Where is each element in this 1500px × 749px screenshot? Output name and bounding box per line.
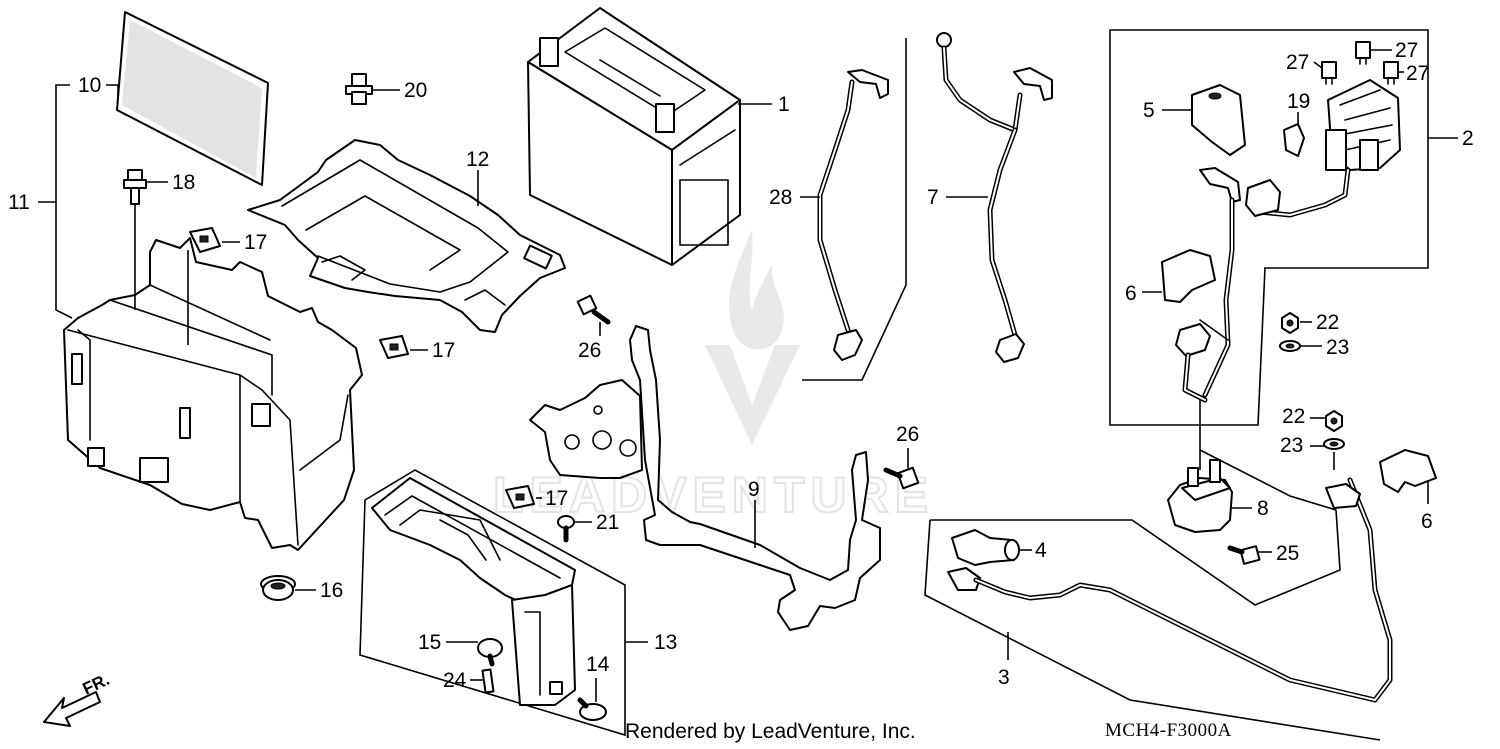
part-3-cable	[924, 449, 1393, 741]
part-2-wire-harness	[1109, 29, 1458, 470]
front-direction-indicator: FR.	[43, 670, 113, 727]
callout-13: 13	[654, 631, 677, 654]
callout-21: 21	[596, 511, 619, 534]
callout-8: 8	[1257, 497, 1269, 520]
part-11-battery-case	[63, 237, 363, 551]
callout-17-upper: 17	[244, 231, 267, 254]
callout-6-upper: 6	[1125, 282, 1137, 305]
callout-27-left: 27	[1286, 51, 1309, 74]
callout-20: 20	[404, 79, 427, 102]
callout-27-top: 27	[1395, 39, 1418, 62]
callout-10: 10	[78, 74, 101, 97]
callout-7: 7	[927, 186, 939, 209]
part-9-battery-stay	[529, 325, 881, 631]
callout-14: 14	[586, 653, 610, 676]
callout-9: 9	[748, 478, 760, 501]
callout-22-lower: 22	[1282, 405, 1305, 428]
callout-25: 25	[1276, 542, 1299, 565]
callout-1: 1	[778, 93, 790, 116]
callout-11: 11	[8, 191, 30, 214]
callout-numbers: 1 2 3 4 5 6 6 7 8 9 10 11 12 13 14 15 16…	[8, 39, 1474, 692]
callout-23-upper: 23	[1326, 336, 1349, 359]
callout-16: 16	[320, 579, 343, 602]
callout-3: 3	[998, 666, 1010, 689]
callout-27-right: 27	[1406, 62, 1429, 85]
part-13-assembly	[359, 469, 648, 737]
part-8-starter-relay	[1167, 459, 1252, 533]
callout-17-middle: 17	[432, 339, 455, 362]
part-21-screw	[557, 515, 592, 543]
callout-leaders	[38, 84, 479, 319]
callout-5: 5	[1143, 99, 1155, 122]
part-28-cable	[800, 38, 907, 381]
callout-28: 28	[769, 186, 792, 209]
credit-text: Rendered by LeadVenture, Inc.	[625, 720, 916, 743]
callout-4: 4	[1035, 539, 1047, 562]
callout-17-lower: 17	[545, 487, 568, 510]
part-16-grommet	[260, 575, 316, 601]
part-6-terminal-cover	[1379, 449, 1437, 504]
callout-12: 12	[466, 148, 489, 171]
callout-19: 19	[1287, 90, 1310, 113]
callout-24: 24	[443, 669, 467, 692]
part-7-cable	[936, 32, 1053, 363]
callout-15: 15	[418, 631, 441, 654]
callout-26-left: 26	[578, 339, 601, 362]
callout-23-lower: 23	[1280, 434, 1303, 457]
part-26-bolts	[576, 294, 920, 490]
part-17-clip-nuts	[187, 227, 542, 509]
part-10-battery-pad	[116, 11, 269, 186]
callout-18: 18	[172, 171, 195, 194]
callout-6-lower: 6	[1421, 510, 1433, 533]
part-25-bolt	[1227, 545, 1272, 565]
callout-26-right: 26	[896, 423, 919, 446]
part-20-bolt	[345, 73, 400, 105]
callout-22-upper: 22	[1316, 311, 1339, 334]
fr-label: FR.	[80, 670, 113, 699]
part-12-bracket-plate	[247, 139, 566, 333]
part-18-bolt	[123, 169, 168, 310]
part-1-battery	[527, 7, 772, 266]
diagram-code: MCH4-F3000A	[1105, 720, 1232, 741]
callout-2: 2	[1462, 127, 1474, 150]
part-22-23-nut-washer	[1310, 410, 1345, 470]
